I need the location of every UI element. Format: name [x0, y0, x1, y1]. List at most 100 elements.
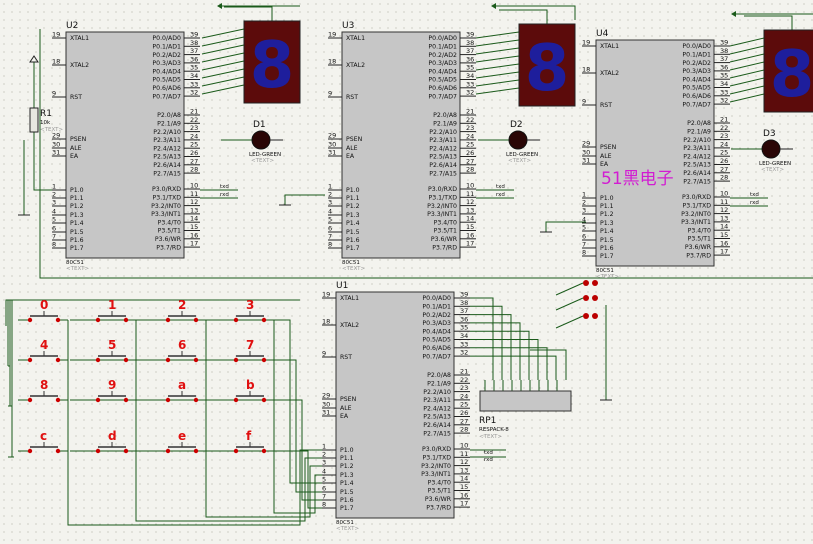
- button-contact: [55, 317, 61, 323]
- pin-number: 35: [460, 324, 468, 332]
- keypad-button-b[interactable]: b: [233, 378, 267, 403]
- pin-name: P0.5/AD5: [422, 337, 451, 344]
- keypad-button-1[interactable]: 1: [95, 298, 129, 323]
- keypad-button-6[interactable]: 6: [165, 338, 199, 363]
- seven-segment-display[interactable]: 8: [243, 20, 301, 104]
- pin-name: P2.6/A14: [429, 162, 457, 169]
- keypad-button-d[interactable]: d: [95, 429, 129, 454]
- pin-name: EA: [340, 413, 349, 420]
- mcu-part: 80C51: [66, 260, 84, 266]
- pin-number: 12: [190, 198, 198, 206]
- respack-common: [530, 349, 567, 380]
- key-label: 2: [178, 298, 186, 312]
- pin-number: 32: [460, 349, 468, 357]
- pin-name: P2.3/A11: [153, 137, 181, 144]
- pin-name: P2.1/A9: [687, 129, 711, 136]
- jumper-contact[interactable]: [583, 313, 589, 319]
- pin-number: 28: [466, 166, 474, 174]
- keypad-button-a[interactable]: a: [165, 378, 199, 403]
- pin-number: 19: [52, 31, 60, 39]
- pin-number: 38: [720, 47, 728, 55]
- mcu-u1[interactable]: U180C51<TEXT>19XTAL118XTAL29RST29PSEN30A…: [322, 281, 470, 532]
- led-text-placeholder: <TEXT>: [251, 158, 274, 164]
- seven-segment-display[interactable]: 8: [518, 23, 576, 107]
- pin-name: P1.1: [340, 455, 354, 462]
- pin-number: 38: [466, 39, 474, 47]
- p0-bus-wire: [470, 355, 557, 380]
- led-body: [251, 130, 271, 150]
- pin-number: 39: [720, 39, 728, 47]
- keypad-button-9[interactable]: 9: [95, 378, 129, 403]
- pin-number: 27: [460, 417, 468, 425]
- button-contact: [95, 448, 101, 454]
- net-arrow-icon: [731, 11, 736, 17]
- serial-net-label: rxd: [750, 200, 759, 206]
- mcu-u2[interactable]: U280C51<TEXT>19XTAL118XTAL29RST29PSEN30A…: [52, 21, 200, 272]
- pin-number: 22: [720, 124, 728, 132]
- pin-number: 16: [720, 239, 728, 247]
- segment-wire: [201, 68, 245, 79]
- segment-wire: [729, 77, 765, 87]
- jumper-contact[interactable]: [583, 295, 589, 301]
- pin-number: 15: [190, 223, 198, 231]
- pin-number: 18: [582, 66, 590, 74]
- pin-name: P2.3/A11: [423, 397, 451, 404]
- pin-name: P3.1/TXD: [429, 195, 458, 202]
- keypad-button-5[interactable]: 5: [95, 338, 129, 363]
- keypad-button-8[interactable]: 8: [27, 378, 61, 403]
- key-label: 3: [246, 298, 254, 312]
- pin-number: 18: [52, 58, 60, 66]
- keypad-button-c[interactable]: c: [27, 429, 61, 454]
- pin-number: 1: [322, 443, 326, 451]
- pin-number: 24: [190, 132, 198, 140]
- pin-name: P1.0: [600, 195, 614, 202]
- pin-number: 12: [460, 458, 468, 466]
- pin-name: P3.1/TXD: [153, 195, 182, 202]
- jumper-contact[interactable]: [592, 295, 598, 301]
- keypad-button-0[interactable]: 0: [27, 298, 61, 323]
- pin-name: P2.4/A12: [423, 405, 451, 412]
- seven-segment-display[interactable]: 8: [763, 29, 813, 113]
- keypad-button-4[interactable]: 4: [27, 338, 61, 363]
- keypad-button-e[interactable]: e: [165, 429, 199, 454]
- pin-name: PSEN: [346, 136, 363, 143]
- mcu-u3[interactable]: U380C51<TEXT>19XTAL118XTAL29RST29PSEN30A…: [328, 21, 476, 272]
- pin-number: 14: [460, 475, 468, 483]
- pin-number: 6: [52, 225, 56, 233]
- pin-name: P3.0/RXD: [682, 194, 711, 201]
- key-label: b: [246, 378, 255, 392]
- pin-number: 35: [466, 64, 474, 72]
- pin-name: P1.6: [70, 237, 84, 244]
- pin-name: P1.1: [70, 195, 84, 202]
- keypad-button-7[interactable]: 7: [233, 338, 267, 363]
- led-body: [761, 139, 781, 159]
- jumper-contact[interactable]: [583, 280, 589, 286]
- mcu-u4[interactable]: U480C51<TEXT>19XTAL118XTAL29RST29PSEN30A…: [582, 29, 730, 280]
- pin-number: 9: [328, 90, 332, 98]
- pin-number: 33: [190, 80, 198, 88]
- keypad-button-f[interactable]: f: [233, 429, 267, 454]
- jumper-contact[interactable]: [592, 280, 598, 286]
- pin-name: ALE: [600, 153, 612, 160]
- pin-number: 32: [190, 89, 198, 97]
- keypad-button-2[interactable]: 2: [165, 298, 199, 323]
- pin-name: P1.3: [340, 472, 354, 479]
- pin-name: P1.5: [340, 489, 354, 496]
- jumper-wire: [555, 282, 584, 296]
- pin-name: P3.1/TXD: [683, 203, 712, 210]
- pin-name: P3.3/INT1: [421, 471, 451, 478]
- pin-number: 4: [582, 216, 586, 224]
- pin-number: 13: [466, 206, 474, 214]
- pin-name: P3.6/WR: [155, 236, 182, 243]
- keypad-button-3[interactable]: 3: [233, 298, 267, 323]
- pin-name: XTAL1: [600, 43, 619, 50]
- pin-number: 9: [582, 98, 586, 106]
- pin-name: P1.2: [346, 203, 360, 210]
- jumper-contact[interactable]: [592, 313, 598, 319]
- pin-name: P2.2/A10: [423, 389, 451, 396]
